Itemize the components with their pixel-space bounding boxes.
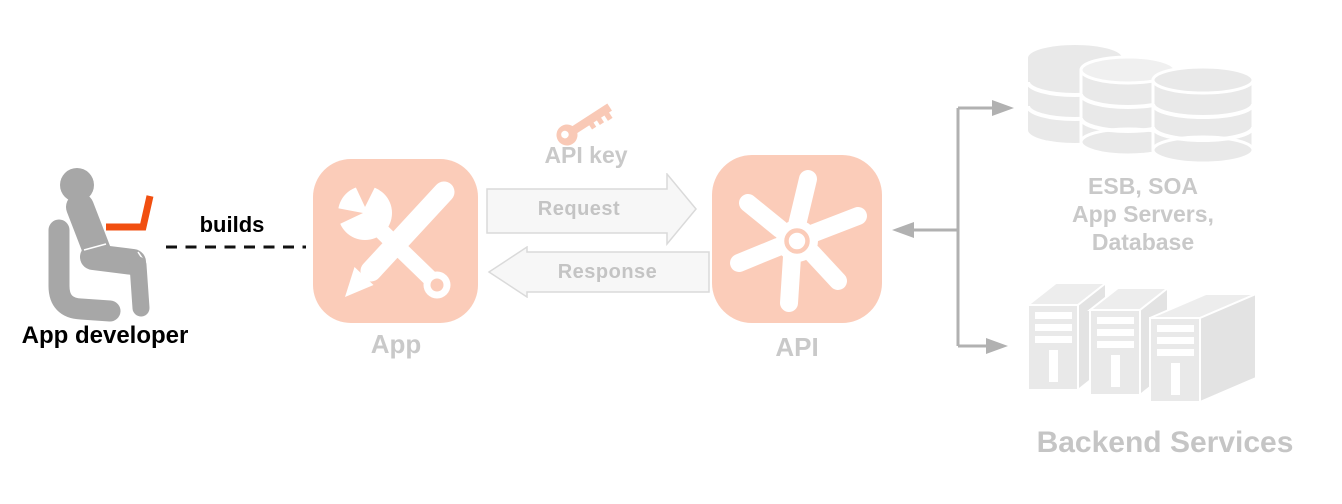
arrowhead-to-datastores <box>992 100 1014 116</box>
arrowhead-to-servers <box>986 338 1008 354</box>
server-towers-icon <box>1026 280 1257 404</box>
connector-arrows <box>892 100 1014 354</box>
wrench-pencil-icon <box>321 177 455 299</box>
response-label: Response <box>557 260 658 283</box>
chair-shape <box>48 219 121 322</box>
response-arrow: Response <box>487 246 710 298</box>
arrowhead-to-api <box>892 222 914 238</box>
database-stack-icon <box>1026 45 1255 162</box>
torso-shape <box>66 193 111 265</box>
builds-label: builds <box>199 212 265 237</box>
datastores-label: ESB, SOA App Servers, Database <box>1072 173 1214 255</box>
key-icon <box>556 103 613 146</box>
gear-icon <box>730 170 867 312</box>
request-arrow: Request <box>486 173 698 246</box>
shin-shape <box>129 256 150 317</box>
head-shape <box>60 168 94 202</box>
app-label: App <box>370 329 422 359</box>
builds-dashed-line <box>166 245 306 249</box>
api-label: API <box>775 332 819 362</box>
api-key-label: API key <box>544 142 628 168</box>
app-icon <box>313 159 478 323</box>
thigh-shape <box>80 244 146 275</box>
api-icon <box>712 155 882 323</box>
backend-services-label: Backend Services <box>1036 426 1294 459</box>
developer-icon <box>48 168 154 322</box>
developer-label: App developer <box>21 322 189 349</box>
laptop-icon <box>106 195 154 231</box>
request-label: Request <box>537 198 621 220</box>
